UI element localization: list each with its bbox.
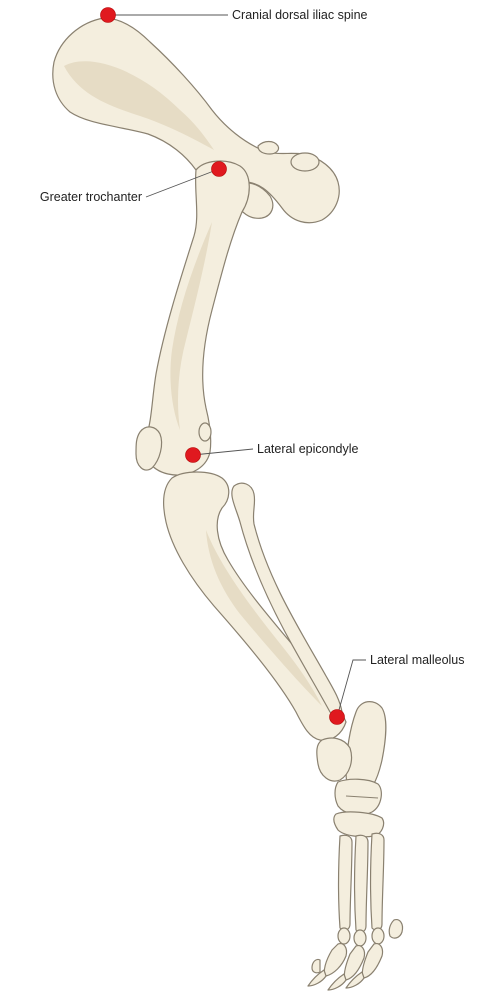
digit-bones <box>308 920 403 990</box>
tibia-bone <box>164 472 346 740</box>
metatarsal-bones <box>339 833 385 932</box>
greater-trochanter-label: Greater trochanter <box>40 190 142 204</box>
femur-bone <box>136 161 249 475</box>
lateral-malleolus-marker <box>330 710 345 725</box>
lateral-epicondyle-marker <box>186 448 201 463</box>
lateral-malleolus-label: Lateral malleolus <box>370 653 465 667</box>
greater-trochanter-marker <box>212 162 227 177</box>
cranial-dorsal-iliac-spine-marker <box>101 8 116 23</box>
lateral-epicondyle-label: Lateral epicondyle <box>257 442 359 456</box>
cranial-dorsal-iliac-spine-label: Cranial dorsal iliac spine <box>232 8 368 22</box>
